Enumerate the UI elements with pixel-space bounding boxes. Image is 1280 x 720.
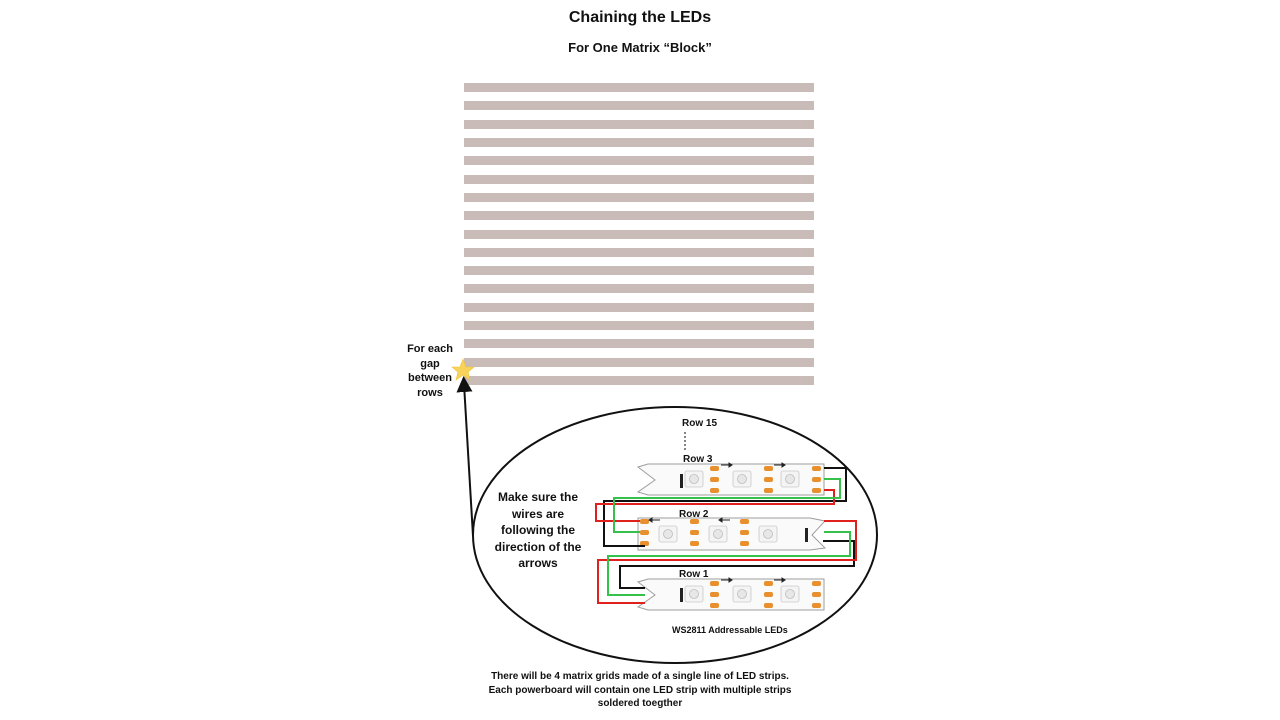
wires-instruction: Make sure the wires are following the di… <box>494 490 582 570</box>
footer-line: soldered toegther <box>597 698 683 709</box>
footer-line: There will be 4 matrix grids made of a s… <box>491 671 789 682</box>
page-title: Chaining the LEDs <box>568 9 712 26</box>
matrix-row-bar <box>464 321 814 330</box>
matrix-row-bar <box>464 83 814 92</box>
matrix-row-bar <box>464 175 814 184</box>
led-strip-row3 <box>636 463 825 496</box>
matrix-row-bar <box>464 303 814 312</box>
matrix-row-bar <box>464 156 814 165</box>
led-strip-row2 <box>637 517 827 551</box>
star-icon <box>451 358 475 381</box>
matrix-row-bar <box>464 284 814 293</box>
row15-label: Row 15 <box>682 418 717 429</box>
matrix-row-bar <box>464 211 814 220</box>
page-subtitle: For One Matrix “Block” <box>568 40 712 55</box>
matrix-row-bar <box>464 101 814 110</box>
solder-pads <box>640 466 821 608</box>
led-caption: WS2811 Addressable LEDs <box>672 625 788 635</box>
matrix-row-bar <box>464 248 814 257</box>
led-strip-row1 <box>636 578 825 611</box>
wire-power <box>595 489 857 604</box>
pointer-arrow <box>456 376 474 537</box>
matrix-row-bar <box>464 266 814 275</box>
matrix-row-bar <box>464 230 814 239</box>
row2-label: Row 2 <box>679 509 709 520</box>
row1-label: Row 1 <box>679 569 709 580</box>
matrix-row-bar <box>464 138 814 147</box>
gap-note: For each gap between rows <box>407 343 453 399</box>
matrix-rows <box>464 83 814 385</box>
footer-note: There will be 4 matrix grids made of a s… <box>440 670 840 711</box>
wire-data <box>607 478 851 596</box>
matrix-row-bar <box>464 193 814 202</box>
matrix-row-bar <box>464 120 814 129</box>
detail-ellipse <box>472 406 878 664</box>
row3-label: Row 3 <box>683 454 713 465</box>
matrix-row-bar <box>464 358 814 367</box>
wire-ground <box>603 467 855 589</box>
matrix-row-bar <box>464 376 814 385</box>
direction-arrows <box>648 462 786 583</box>
footer-line: Each powerboard will contain one LED str… <box>488 684 792 696</box>
matrix-row-bar <box>464 339 814 348</box>
